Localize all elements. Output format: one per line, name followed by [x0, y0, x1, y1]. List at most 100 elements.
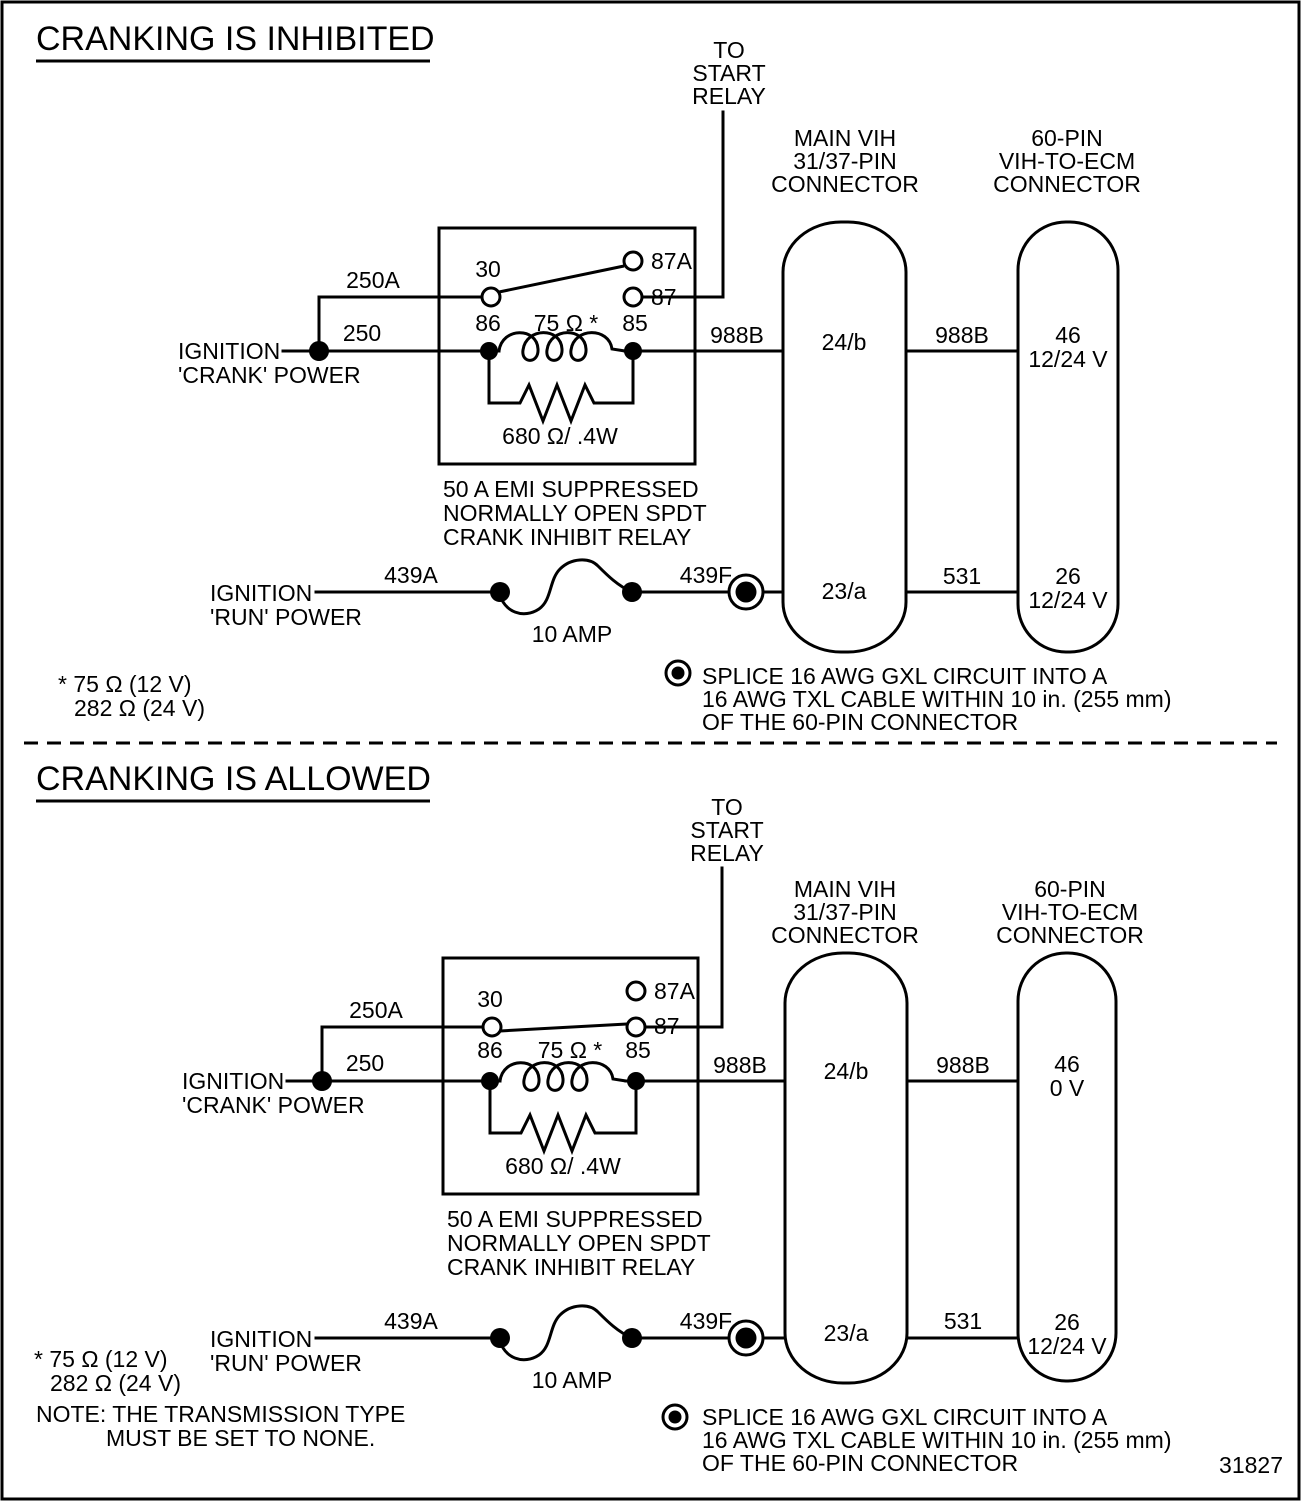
diagram-cranking-allowed: CRANKING IS ALLOWED TO START RELAY MAIN …	[34, 760, 1283, 1478]
diagram-cranking-inhibited: CRANKING IS INHIBITED TO START RELAY MAI…	[36, 20, 1172, 735]
pin-label-87a: 87A	[654, 978, 696, 1004]
to-start-relay-label: RELAY	[690, 840, 764, 866]
splice-icon	[735, 1327, 757, 1349]
connector-pin-26: 26	[1055, 563, 1081, 589]
main-connector-label: CONNECTOR	[771, 171, 919, 197]
wire-label-988b: 988B	[936, 1052, 990, 1078]
splice-note: SPLICE 16 AWG GXL CIRCUIT INTO A	[702, 663, 1108, 689]
wire-label-988b: 988B	[935, 322, 989, 348]
suppression-resistor	[488, 1081, 638, 1156]
relay-caption: NORMALLY OPEN SPDT	[447, 1230, 711, 1256]
pin-label-87: 87	[651, 284, 677, 310]
ignition-crank-label: IGNITION	[178, 338, 280, 364]
splice-icon	[671, 666, 685, 680]
pin-label-86: 86	[475, 310, 501, 336]
suppression-resistor-label: 680 Ω/ .4W	[505, 1153, 621, 1179]
relay-caption: NORMALLY OPEN SPDT	[443, 500, 707, 526]
to-start-relay-label: START	[692, 60, 765, 86]
wire-label-439a: 439A	[384, 562, 438, 588]
fuse-label: 10 AMP	[532, 1367, 613, 1393]
wire-label-531: 531	[943, 563, 981, 589]
ignition-crank-label: IGNITION	[182, 1068, 284, 1094]
relay-pin-87a	[625, 980, 647, 1002]
junction-dot	[312, 1071, 332, 1091]
wire-label-250a: 250A	[346, 267, 400, 293]
connector-pin-46: 46	[1054, 1051, 1080, 1077]
resistance-footnote: 282 Ω (24 V)	[50, 1370, 181, 1396]
ecm-connector-label: 60-PIN	[1031, 125, 1103, 151]
wire-label-988b: 988B	[710, 322, 764, 348]
wire-label-439f: 439F	[680, 562, 732, 588]
connector-pin-24b: 24/b	[822, 329, 867, 355]
splice-note: SPLICE 16 AWG GXL CIRCUIT INTO A	[702, 1404, 1108, 1430]
junction-dot	[309, 341, 329, 361]
splice-icon	[735, 581, 757, 603]
wire-label-531: 531	[944, 1308, 982, 1334]
diagram-title: CRANKING IS ALLOWED	[36, 760, 431, 798]
pin-26-voltage: 12/24 V	[1027, 1333, 1107, 1359]
relay-caption: 50 A EMI SUPPRESSED	[443, 476, 699, 502]
pin-46-voltage: 0 V	[1050, 1075, 1085, 1101]
connector-pin-23a: 23/a	[822, 578, 867, 604]
wire-label-439f: 439F	[680, 1308, 732, 1334]
ecm-connector-label: VIH-TO-ECM	[1002, 899, 1138, 925]
wire-250a	[320, 1025, 485, 1083]
drawing-number: 31827	[1219, 1452, 1283, 1478]
main-vih-connector	[781, 220, 908, 654]
relay-pin-87a	[622, 250, 644, 272]
relay-caption: 50 A EMI SUPPRESSED	[447, 1206, 703, 1232]
wire-label-439a: 439A	[384, 1308, 438, 1334]
pin-46-voltage: 12/24 V	[1028, 346, 1108, 372]
to-start-relay-label: TO	[711, 794, 743, 820]
pin-label-85: 85	[622, 310, 648, 336]
ecm-connector-label: CONNECTOR	[996, 922, 1144, 948]
suppression-resistor-label: 680 Ω/ .4W	[502, 423, 618, 449]
connector-pin-23a: 23/a	[824, 1320, 869, 1346]
resistance-footnote: 282 Ω (24 V)	[74, 695, 205, 721]
resistance-footnote: * 75 Ω (12 V)	[58, 671, 192, 697]
main-vih-connector	[783, 951, 909, 1385]
splice-note: OF THE 60-PIN CONNECTOR	[702, 709, 1018, 735]
suppression-resistor	[487, 351, 635, 426]
to-start-relay-label: RELAY	[692, 83, 766, 109]
relay-coil	[497, 331, 626, 362]
main-connector-label: 31/37-PIN	[793, 899, 897, 925]
ignition-run-label: 'RUN' POWER	[210, 604, 362, 630]
main-connector-label: 31/37-PIN	[793, 148, 897, 174]
wire-label-988b: 988B	[713, 1052, 767, 1078]
relay-pin-30	[481, 1016, 503, 1038]
connector-pin-46: 46	[1055, 322, 1081, 348]
relay-pin-30	[480, 286, 502, 308]
ignition-crank-label: 'CRANK' POWER	[178, 362, 361, 388]
fuse	[497, 1304, 633, 1362]
connector-pin-24b: 24/b	[824, 1058, 869, 1084]
pin-label-30: 30	[475, 256, 501, 282]
relay-pin-87	[622, 286, 644, 308]
pin-26-voltage: 12/24 V	[1028, 587, 1108, 613]
relay-switch-arm	[499, 1022, 628, 1033]
splice-note: OF THE 60-PIN CONNECTOR	[702, 1450, 1018, 1476]
to-start-relay-label: TO	[713, 37, 745, 63]
relay-caption: CRANK INHIBIT RELAY	[447, 1254, 695, 1280]
ecm-connector-label: 60-PIN	[1034, 876, 1106, 902]
splice-note: 16 AWG TXL CABLE WITHIN 10 in. (255 mm)	[702, 1427, 1172, 1453]
ignition-run-label: IGNITION	[210, 580, 312, 606]
main-connector-label: MAIN VIH	[794, 125, 896, 151]
pin-label-85: 85	[625, 1037, 651, 1063]
wire-250a	[317, 295, 484, 353]
transmission-note: MUST BE SET TO NONE.	[106, 1425, 375, 1451]
ecm-connector	[1016, 220, 1120, 654]
ecm-connector-label: VIH-TO-ECM	[999, 148, 1135, 174]
main-connector-label: CONNECTOR	[771, 922, 919, 948]
ecm-connector	[1016, 951, 1118, 1383]
relay-caption: CRANK INHIBIT RELAY	[443, 524, 691, 550]
wire-label-250: 250	[346, 1050, 384, 1076]
main-connector-label: MAIN VIH	[794, 876, 896, 902]
splice-note: 16 AWG TXL CABLE WITHIN 10 in. (255 mm)	[702, 686, 1172, 712]
wire-label-250: 250	[343, 320, 381, 346]
ignition-run-label: 'RUN' POWER	[210, 1350, 362, 1376]
resistance-footnote: * 75 Ω (12 V)	[34, 1346, 168, 1372]
